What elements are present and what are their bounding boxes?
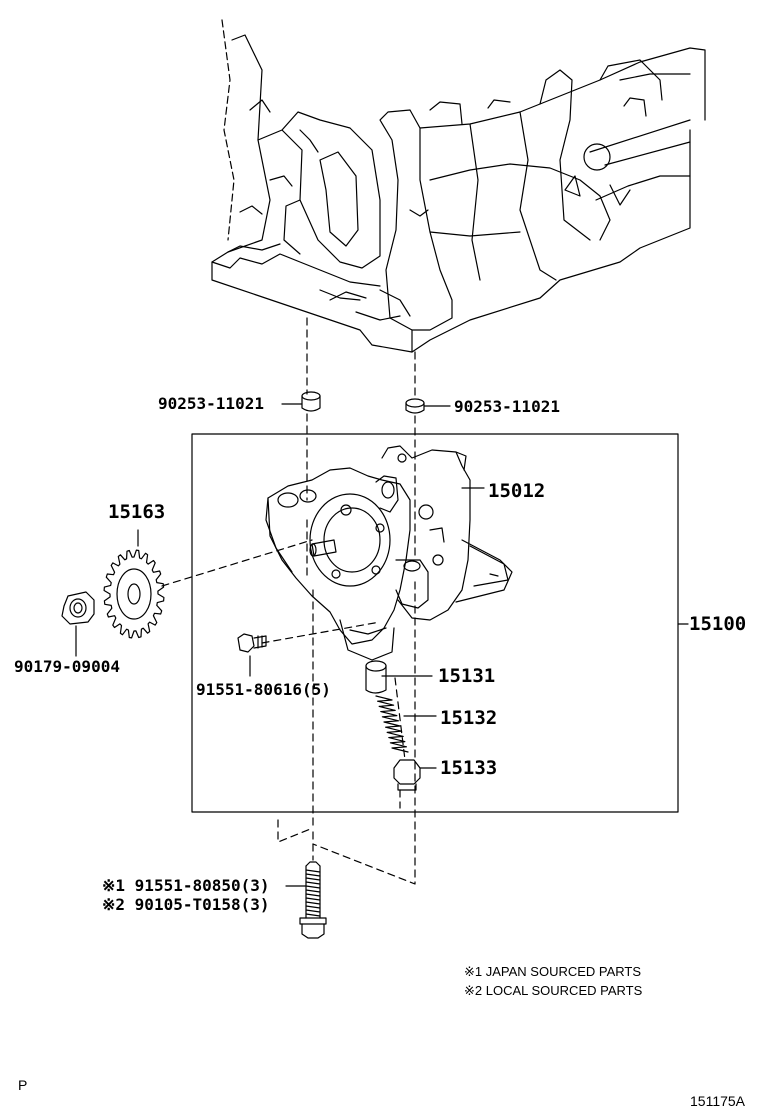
bolt-thread: [305, 869, 321, 917]
oil-pump: [265, 445, 513, 661]
dowel-right: [405, 398, 425, 414]
callout-nut: 90179-09004: [14, 657, 120, 676]
nut: [61, 591, 95, 625]
leader-lines: [75, 403, 689, 887]
sprocket: [103, 549, 165, 639]
callout-assembly: 15100: [689, 613, 747, 635]
callout-plug: 15133: [440, 757, 498, 779]
spring-coil: [375, 695, 409, 753]
callout-sprocket: 15163: [108, 501, 166, 523]
callout-pump-body: 15012: [488, 480, 546, 502]
mount-bolt: [299, 861, 327, 939]
engine-block: [211, 19, 706, 353]
pump-bolt: [237, 633, 267, 653]
relief-valve: [365, 660, 387, 694]
note-japan-sourced: ※1 JAPAN SOURCED PARTS: [464, 964, 642, 979]
callout-mount-bolt-1: ※1 91551-80850(3): [102, 876, 270, 895]
callout-relief-valve: 15131: [438, 665, 496, 687]
corner-code: P: [18, 1077, 28, 1093]
callout-dowel-left: 90253-11021: [158, 394, 264, 413]
callout-pump-bolt: 91551-80616(5): [196, 680, 331, 699]
assembly-box: [191, 433, 679, 813]
callout-spring: 15132: [440, 707, 498, 729]
callout-mount-bolt-2: ※2 90105-T0158(3): [102, 895, 270, 914]
alignment-lines: [161, 317, 416, 885]
callout-dowel-right: 90253-11021: [454, 397, 560, 416]
spring: [375, 695, 409, 753]
plug: [393, 759, 421, 791]
sprocket-teeth: [103, 549, 165, 639]
dowel-left: [301, 391, 321, 412]
note-local-sourced: ※2 LOCAL SOURCED PARTS: [464, 983, 643, 998]
illustration-code: 151175A: [690, 1093, 746, 1109]
